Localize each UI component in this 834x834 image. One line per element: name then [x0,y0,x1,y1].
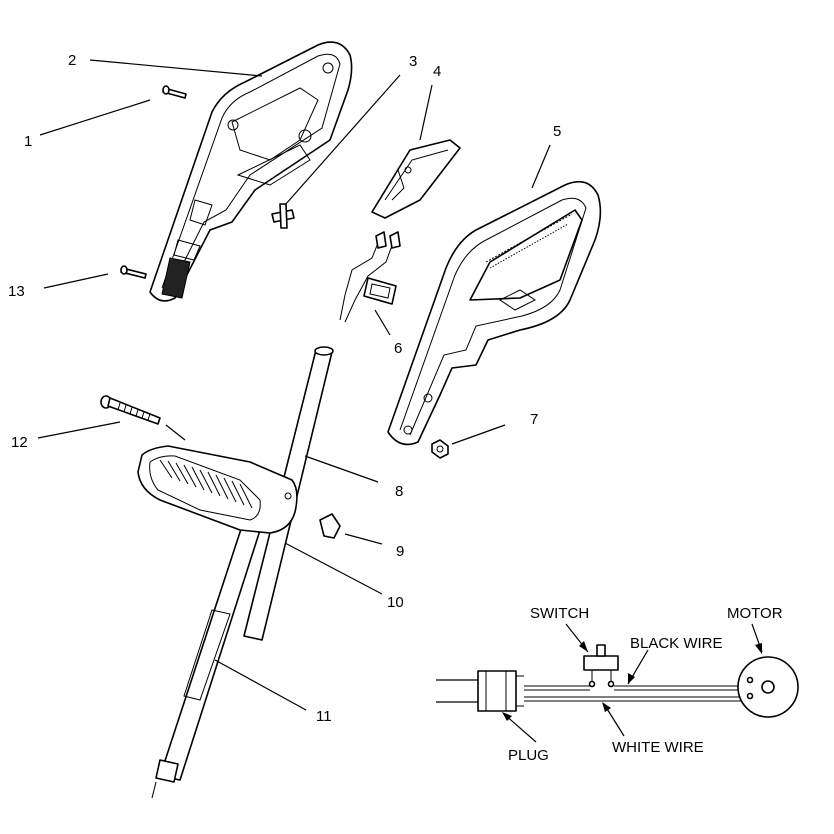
leader-lines [37,59,551,711]
label-part-6: 6 [394,340,402,357]
switch-symbol [583,644,619,688]
plug-body [477,670,524,712]
label-part-13: 13 [8,283,25,300]
motor-symbol [737,656,799,718]
part-13-screw [120,265,147,279]
wiring-diagram: SWITCH BLACK WIRE MOTOR PLUG WHITE WIRE [436,605,799,764]
part-9-clamp [319,513,341,539]
label-part-3: 3 [409,53,417,70]
part-numbers: 1 2 3 4 5 6 7 8 9 10 11 12 13 [8,52,561,725]
part-4-trigger [371,139,461,219]
part-5-handle-housing-right [387,180,602,446]
label-part-7: 7 [530,411,538,428]
label-white-wire: WHITE WIRE [612,739,704,756]
label-part-2: 2 [68,52,76,69]
part-10-front-grip [137,445,298,534]
part-6-switch [339,231,401,323]
wiring-leaders [502,623,763,743]
part-1-screw [162,85,187,99]
part-12-bolt [100,395,161,425]
label-part-12: 12 [11,434,28,451]
label-part-8: 8 [395,483,403,500]
label-motor: MOTOR [727,605,783,622]
label-part-11: 11 [316,708,332,725]
label-switch: SWITCH [530,605,589,622]
label-black-wire: BLACK WIRE [630,635,723,652]
part-3-clip [271,203,295,229]
part-11-lower-shaft [151,519,263,799]
part-7-nut [431,439,449,459]
part-2-handle-housing-left [149,41,353,302]
label-part-4: 4 [433,63,441,80]
label-part-1: 1 [24,133,32,150]
label-part-9: 9 [396,543,404,560]
label-part-10: 10 [387,594,404,611]
label-part-5: 5 [553,123,561,140]
label-plug: PLUG [508,747,549,764]
